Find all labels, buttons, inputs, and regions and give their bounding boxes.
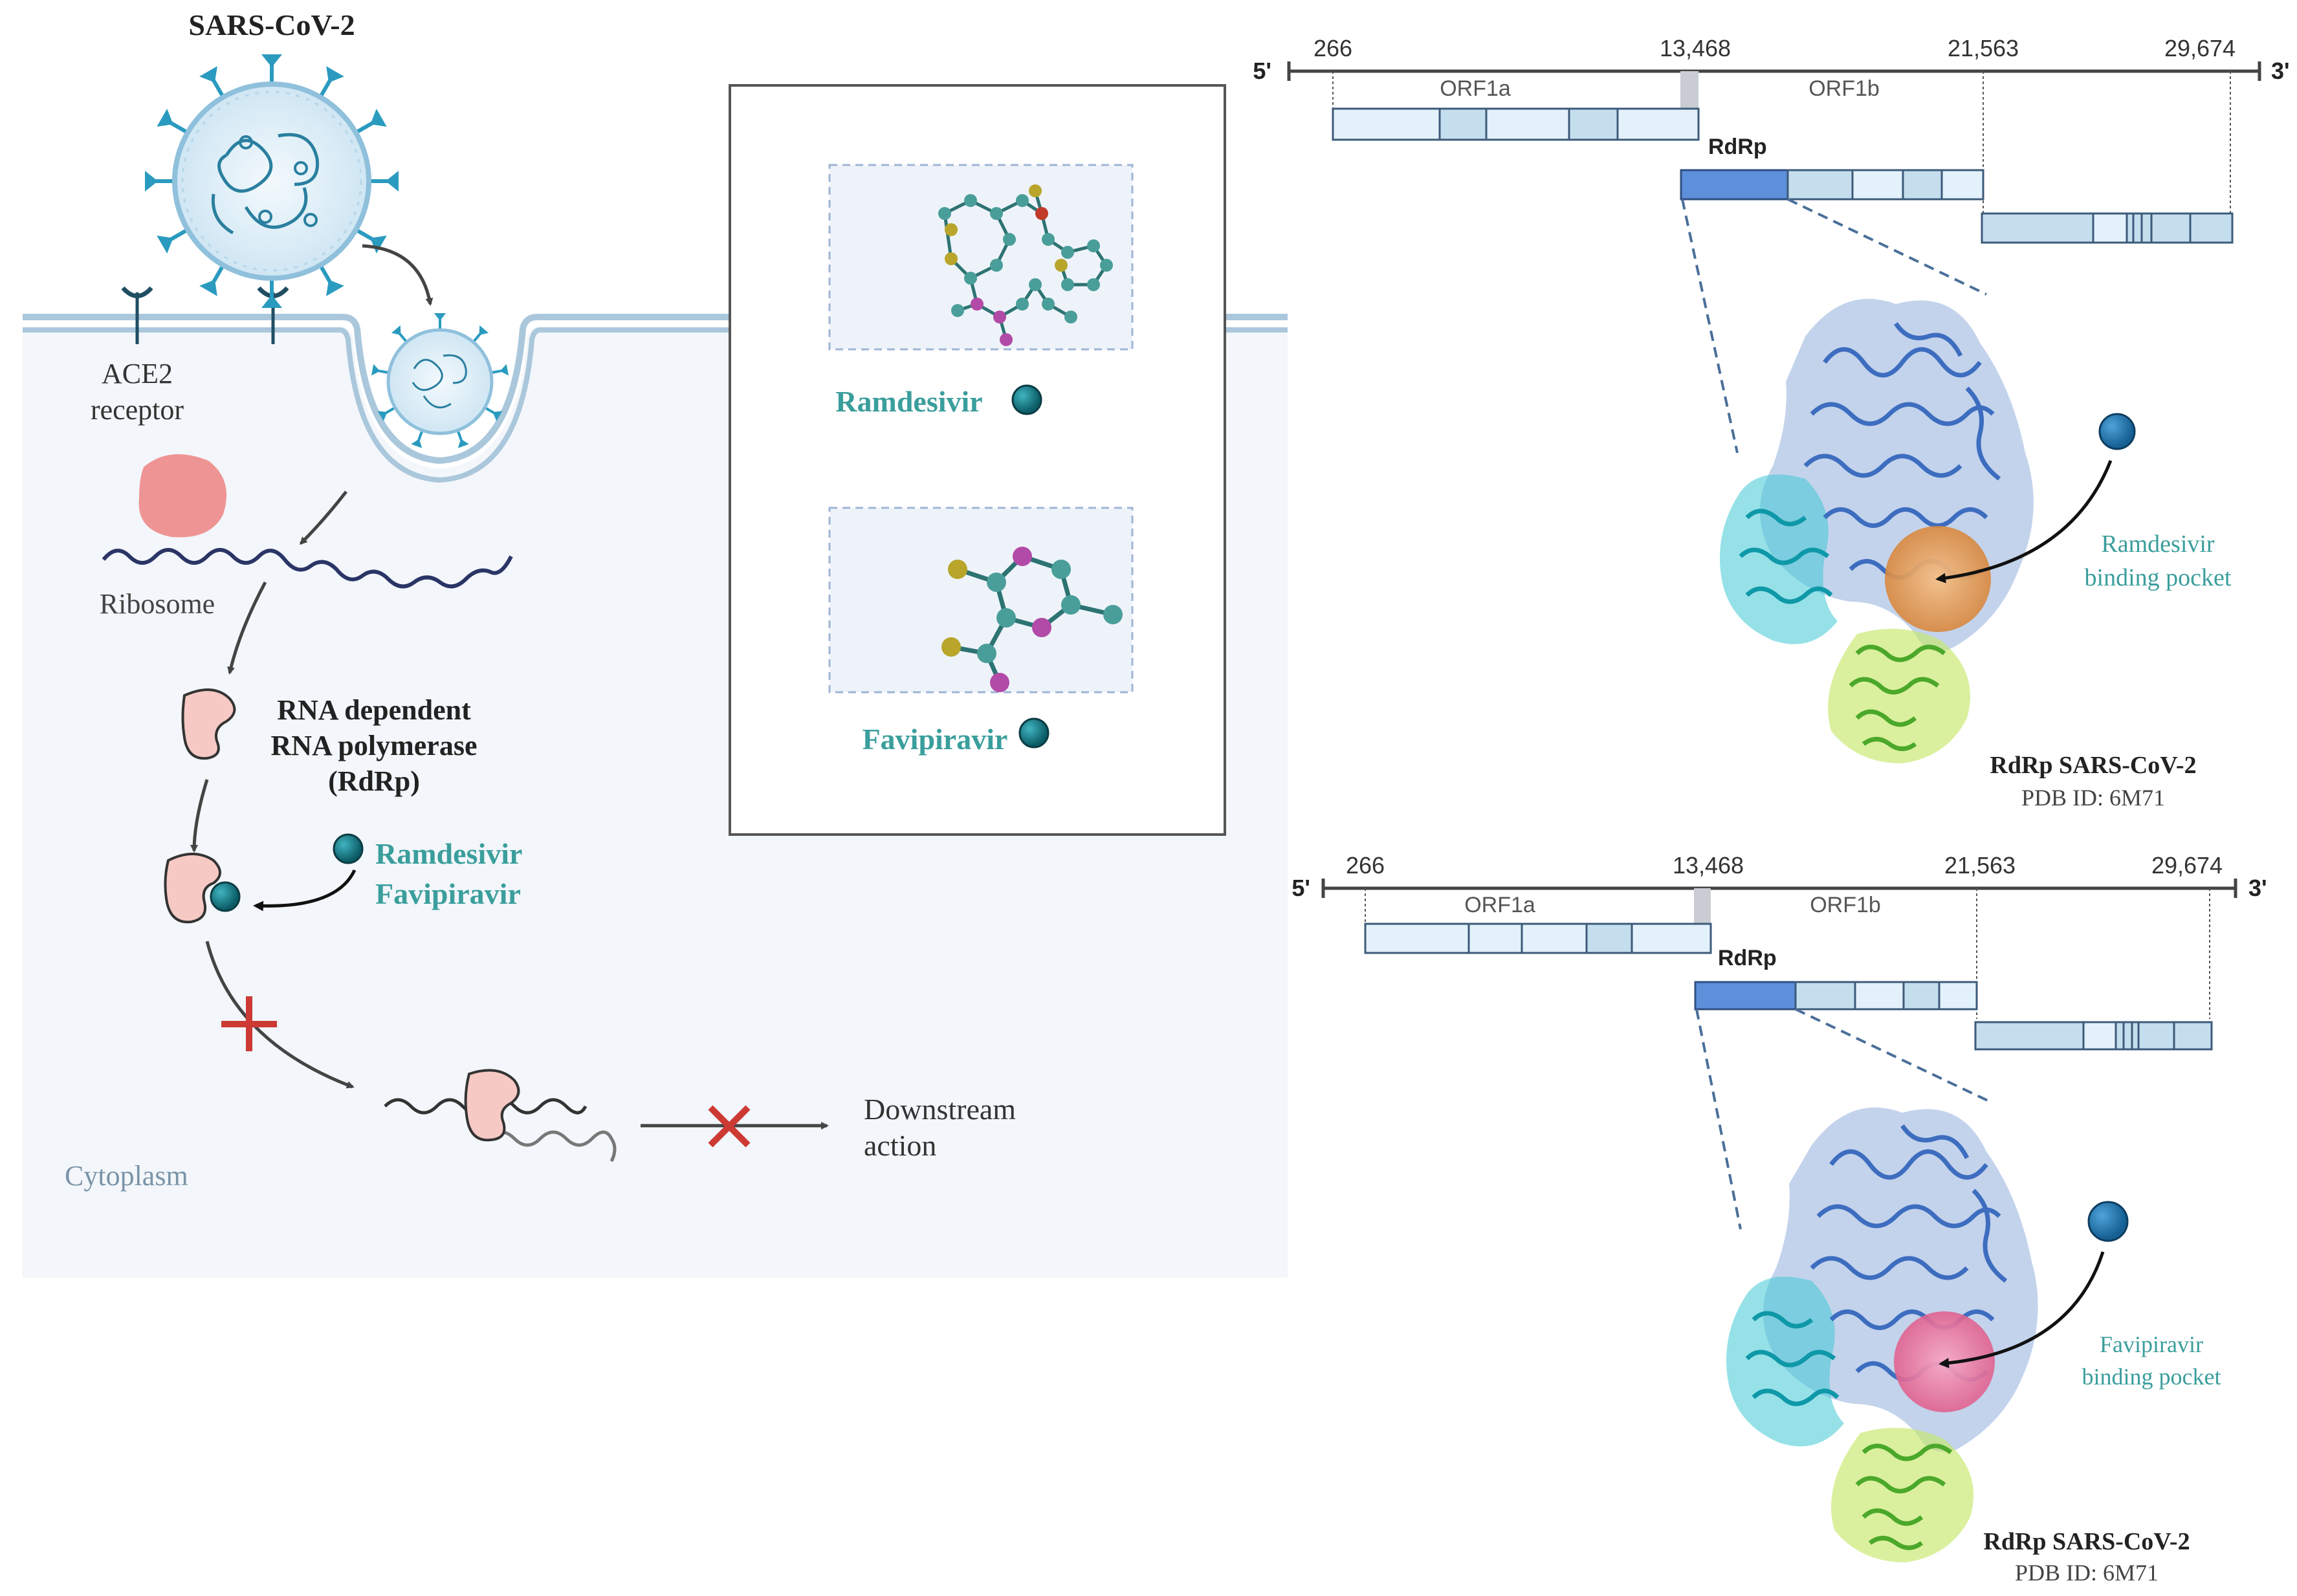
orf1b-label-2: ORF1b xyxy=(1810,893,1881,917)
rdrp-gene-block xyxy=(1680,169,1789,201)
three-prime-label: 3' xyxy=(2271,58,2290,84)
drug-label-ramdesivir: Ramdesivir xyxy=(375,837,522,870)
tick-21563: 21,563 xyxy=(1948,35,2019,61)
protein-ribbons xyxy=(1739,322,2001,751)
ramdesivir-structure-panel xyxy=(828,164,1134,351)
rdrp-label-line1: RNA dependent xyxy=(277,694,471,726)
protein-title: RdRp SARS-CoV-2 xyxy=(1990,752,2196,779)
pocket-arrow xyxy=(1935,460,2113,584)
protein-pdb-id-2: PDB ID: 6M71 xyxy=(2015,1560,2159,1586)
pocket-label-2-line2: binding pocket xyxy=(2082,1364,2221,1390)
five-prime-label: 5' xyxy=(1253,58,1271,84)
rdrp-drug-complex-icon xyxy=(164,853,241,924)
rdrp-label-line2: RNA polymerase xyxy=(271,730,478,761)
pocket-arrow-2 xyxy=(1939,1251,2105,1368)
rdrp-arrow xyxy=(190,779,209,853)
favipiravir-ball-icon xyxy=(1018,717,1050,749)
cell-membrane-inner xyxy=(23,327,1288,483)
ace2-label-line2: receptor xyxy=(91,394,184,426)
protein-pdb-id: PDB ID: 6M71 xyxy=(2021,785,2165,811)
ramdesivir-ball-icon xyxy=(1011,384,1042,415)
endocytosed-virus-icon xyxy=(371,313,509,448)
ribosome-arrow xyxy=(299,490,347,545)
tick-13468: 13,468 xyxy=(1660,35,1731,61)
tick-266: 266 xyxy=(1313,35,1352,61)
favipiravir-atoms xyxy=(941,547,1123,692)
rdrp-gene-label-2: RdRp xyxy=(1718,946,1777,970)
genome-map-bottom: 5' 3' 266 13,468 21,563 29,674 ORF1a ORF… xyxy=(1291,852,2267,1230)
downstream-label-line2: action xyxy=(864,1129,936,1162)
cytoplasm-label: Cytoplasm xyxy=(65,1160,188,1192)
protein-title-2: RdRp SARS-CoV-2 xyxy=(1983,1528,2190,1555)
rdrp-gene-block-2 xyxy=(1694,981,1797,1011)
pocket-ligand-ball-icon xyxy=(2098,413,2136,450)
favipiravir-structure-panel xyxy=(828,507,1134,694)
downstream-label-line1: Downstream xyxy=(864,1093,1016,1126)
rdrp-structure-bottom: Favipiravir binding pocket RdRp SARS-CoV… xyxy=(1726,1107,2221,1586)
pocket-label-2-line1: Favipiravir xyxy=(2100,1331,2203,1357)
box-label-favipiravir: Favipiravir xyxy=(863,723,1008,756)
translation-arrow xyxy=(227,581,267,675)
orf1b-label: ORF1b xyxy=(1808,76,1880,101)
rdrp-gene-label: RdRp xyxy=(1708,135,1767,159)
drug-label-favipiravir: Favipiravir xyxy=(375,877,521,910)
drug-structures-box: Ramdesivir Favipiravir xyxy=(729,84,1226,836)
favipiravir-pocket xyxy=(1894,1311,1995,1412)
rdrp-rna-complex-icon xyxy=(384,1069,617,1163)
orf1a-label-2: ORF1a xyxy=(1464,893,1535,917)
rdrp-structure-top: Ramdesivir binding pocket RdRp SARS-CoV-… xyxy=(1720,298,2232,811)
drug-ball-icon xyxy=(333,833,364,864)
rdrp-protein-icon xyxy=(181,688,236,760)
tick-29674-2: 29,674 xyxy=(2151,852,2223,879)
pocket-label-line1: Ramdesivir xyxy=(2101,530,2215,558)
rdrp-label-line3: (RdRp) xyxy=(328,765,420,797)
mrna-strand xyxy=(102,548,513,589)
genome-map-top: 5' 3' 266 13,468 21,563 29,674 ORF1a ORF… xyxy=(1253,35,2290,454)
virus-title: SARS-CoV-2 xyxy=(188,8,355,41)
box-label-ramdesivir: Ramdesivir xyxy=(835,385,982,418)
entry-arrow xyxy=(362,244,434,306)
pocket-label-line2: binding pocket xyxy=(2085,564,2232,591)
downstream-block-icon xyxy=(708,1105,751,1148)
tick-29674: 29,674 xyxy=(2164,35,2236,61)
three-prime-label-2: 3' xyxy=(2248,875,2267,901)
cell-membrane-outer xyxy=(23,314,1288,465)
ace2-receptor-icon xyxy=(121,286,153,344)
pocket-ligand-ball-icon-2 xyxy=(2087,1201,2129,1242)
sars-cov-2-virus-icon xyxy=(145,54,399,308)
five-prime-label-2: 5' xyxy=(1291,875,1310,901)
blocked-arrow xyxy=(205,941,355,1089)
inhibition-cross-icon xyxy=(221,996,277,1051)
drug-binding-arrow xyxy=(253,869,357,912)
orf1a-label: ORF1a xyxy=(1440,76,1511,101)
tick-21563-2: 21,563 xyxy=(1944,852,2016,879)
tick-13468-2: 13,468 xyxy=(1673,852,1744,879)
ramdesivir-atoms xyxy=(938,184,1113,346)
ribosome-label: Ribosome xyxy=(100,588,215,620)
tick-266-2: 266 xyxy=(1346,852,1385,879)
ace2-label-line1: ACE2 xyxy=(102,358,173,389)
ribosome-icon xyxy=(138,454,227,538)
